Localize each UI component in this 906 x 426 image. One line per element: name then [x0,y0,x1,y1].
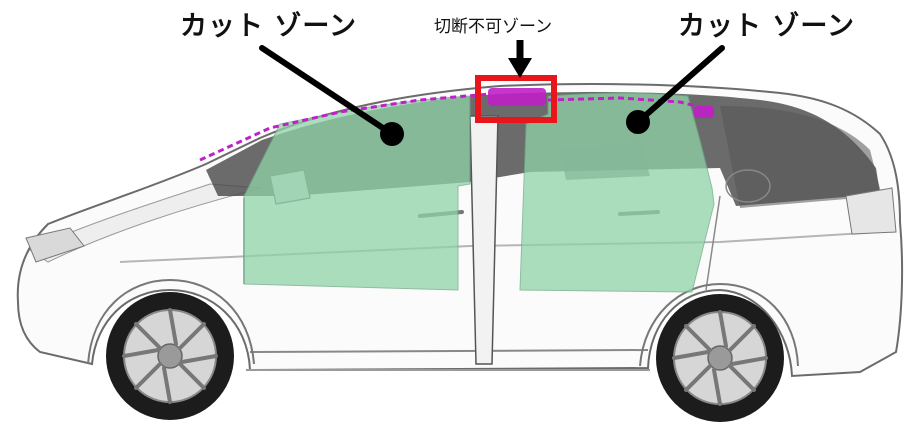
rear-door-seam [705,195,721,291]
tail-light [845,187,897,235]
rear-bracket [694,106,714,118]
rocker-panel [249,349,649,353]
roof-rail-component [199,92,491,162]
no-cut-arrow-head [508,58,532,78]
rear-wheel [656,294,784,422]
rear-hatch [720,106,882,208]
headlight [25,227,85,263]
cut-zone-label-left: カット ゾーン [180,11,358,42]
cut-zone-label-right: カット ゾーン [678,11,856,42]
fuel-door [725,169,771,203]
no-cut-zone-frame [475,75,557,123]
b-pillar [469,115,499,365]
pointer-line-left [259,45,395,137]
rear-wheel-arch [639,282,799,367]
pointer-dot-left [380,122,404,146]
roof-rail-component-rear [547,96,713,112]
pointer-line-right [635,45,725,125]
front-wheel-arch [87,278,255,365]
inflator-unit [488,88,546,106]
cut-zone-rear-door [519,92,715,293]
pointer-dot-right [626,110,650,134]
front-wheel [106,292,234,420]
no-cut-zone-label: 切断不可ゾーン [434,17,553,37]
